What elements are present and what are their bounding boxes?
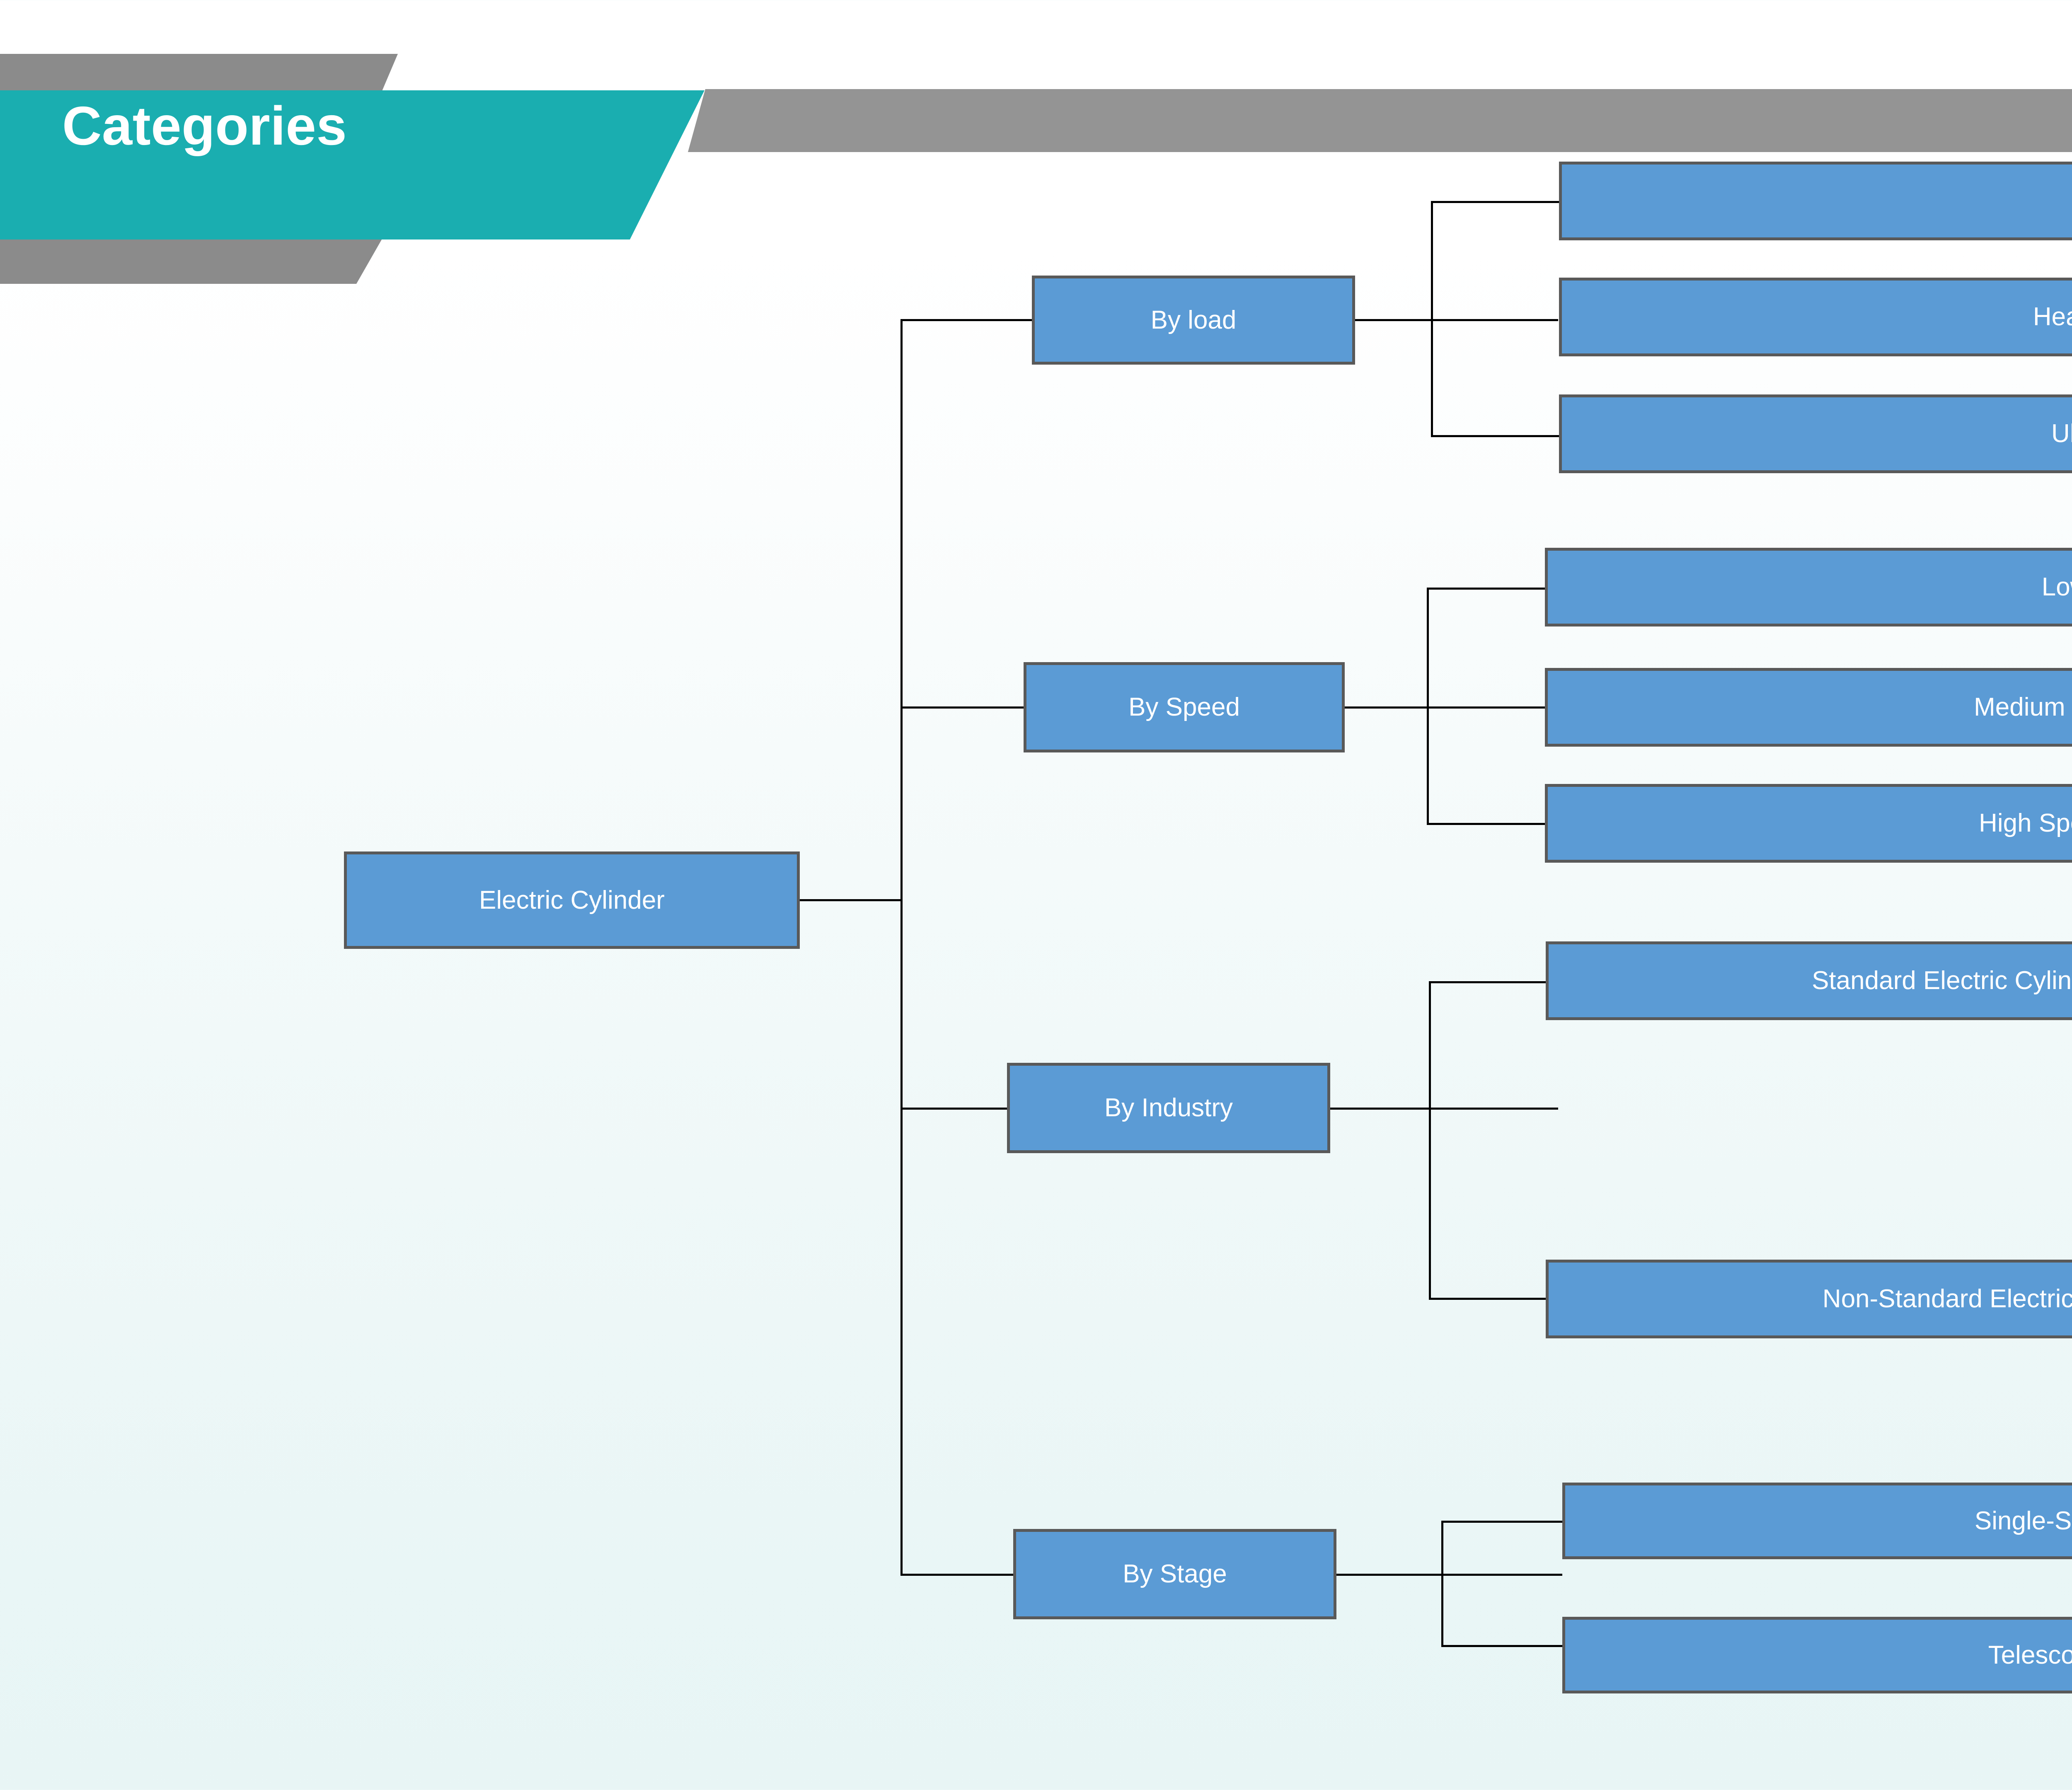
connector-by-industry-stem bbox=[1330, 1108, 1558, 1110]
connector-root-stub bbox=[800, 899, 903, 901]
connector-by-speed-child-3 bbox=[1427, 823, 1559, 825]
node-by-stage[interactable]: By Stage bbox=[1013, 1529, 1336, 1619]
header-gray-bar-right bbox=[688, 89, 2072, 152]
connector-by-industry-spine bbox=[1429, 982, 1431, 1299]
connector-by-load-child-3 bbox=[1431, 435, 1559, 437]
node-light-duty-electric-cylinder[interactable]: Light Duty Electric Cylinder (0~50kg) bbox=[1559, 162, 2072, 240]
node-electric-cylinder[interactable]: Electric Cylinder bbox=[344, 851, 800, 949]
header-gray-shape-top bbox=[0, 54, 398, 151]
connector-by-load-child-1 bbox=[1431, 201, 1559, 203]
connector-by-industry-child-2 bbox=[1429, 1298, 1559, 1300]
connector-by-stage-stem bbox=[1336, 1574, 1562, 1576]
node-non-standard-electric-cylinders[interactable]: Non-Standard Electric Cylinders bbox=[1546, 1260, 2072, 1338]
connector-by-industry-child-1 bbox=[1429, 981, 1559, 983]
connector-by-speed-stem bbox=[1345, 706, 1558, 709]
header-teal-shape bbox=[0, 90, 704, 239]
node-by-speed[interactable]: By Speed bbox=[1024, 662, 1345, 752]
node-by-industry[interactable]: By Industry bbox=[1007, 1063, 1330, 1153]
node-medium-speed-electric-cylinder[interactable]: Medium Speed Electric Cylinder (100mm/s~… bbox=[1545, 668, 2072, 747]
node-low-speed-electric-cylinder[interactable]: Low Speed Electric Cylinder (0~100mm/s) bbox=[1545, 548, 2072, 626]
connector-by-load-spine bbox=[1431, 202, 1433, 437]
connector-trunk-to-by-industry bbox=[900, 1108, 1033, 1110]
connector-by-stage-child-2 bbox=[1441, 1645, 1562, 1647]
node-telescopic-electric-cylinder[interactable]: Telescopic Electric Cylinder bbox=[1562, 1617, 2072, 1693]
connector-by-speed-child-1 bbox=[1427, 588, 1559, 590]
connector-by-load-stem bbox=[1355, 319, 1558, 321]
page-title: Categories bbox=[62, 95, 347, 156]
node-ultra-high-load-electric-cylinder[interactable]: Ultra-High Load Electric Cylinder (≤20to… bbox=[1559, 394, 2072, 473]
connector-by-stage-child-1 bbox=[1441, 1521, 1562, 1523]
connector-trunk-to-by-speed bbox=[900, 706, 1033, 709]
connector-trunk-to-by-load bbox=[900, 319, 1033, 321]
header-gray-shape-bottom bbox=[0, 211, 398, 284]
node-heavy-duty-electric-cylinder[interactable]: Heavy Duty Electric Cylinder (50kg~ 1000… bbox=[1559, 278, 2072, 356]
node-standard-electric-cylinders[interactable]: Standard Electric Cylinders (IP54) bbox=[1546, 941, 2072, 1020]
node-single-stage-electric-cylinder[interactable]: Single-Stage Electric Cylinder bbox=[1562, 1483, 2072, 1559]
connector-by-stage-spine bbox=[1441, 1522, 1443, 1646]
node-high-speed-electric-cylinder[interactable]: High Speed Electric Cylinder (250mm/s ~ … bbox=[1545, 784, 2072, 863]
connector-by-speed-spine bbox=[1427, 588, 1429, 825]
connector-trunk-to-by-stage bbox=[900, 1574, 1033, 1576]
connector-trunk bbox=[900, 320, 903, 1575]
node-by-load[interactable]: By load bbox=[1032, 276, 1355, 365]
